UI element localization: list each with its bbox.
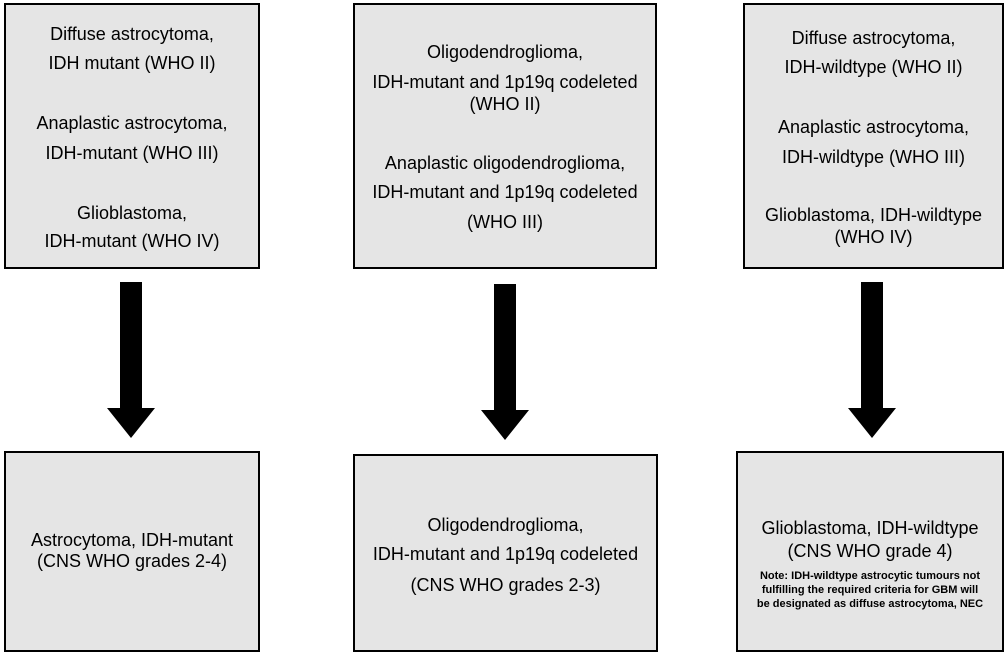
top-box-idh-wildtype: Diffuse astrocytoma, IDH-wildtype (WHO I… xyxy=(743,3,1004,269)
top-box-astrocytoma-idh-mutant: Diffuse astrocytoma, IDH mutant (WHO II)… xyxy=(4,3,260,269)
box-line: (CNS WHO grades 2-3) xyxy=(410,575,601,595)
box-line: Anaplastic astrocytoma, xyxy=(777,117,970,137)
box-line: Astrocytoma, IDH-mutant xyxy=(30,530,234,550)
box-line: Oligodendroglioma, xyxy=(427,515,584,535)
box-line: (CNS WHO grade 4) xyxy=(787,541,953,561)
box-line: Diffuse astrocytoma, xyxy=(791,28,956,48)
box-line: IDH-mutant (WHO III) xyxy=(45,143,219,163)
box-line: IDH-mutant (WHO IV) xyxy=(44,231,220,251)
bottom-box-glioblastoma-idh-wildtype: Glioblastoma, IDH-wildtype (CNS WHO grad… xyxy=(736,451,1004,652)
box-line: Anaplastic astrocytoma, xyxy=(36,113,228,133)
box-line: IDH-mutant and 1p19q codeleted xyxy=(372,544,639,564)
note-text: be designated as diffuse astrocytoma, NE… xyxy=(756,598,984,610)
box-line: IDH mutant (WHO II) xyxy=(48,53,216,73)
box-line: (CNS WHO grades 2-4) xyxy=(36,551,228,571)
top-box-oligodendroglioma: Oligodendroglioma, IDH-mutant and 1p19q … xyxy=(353,3,657,269)
box-line: IDH-wildtype (WHO III) xyxy=(781,147,965,167)
note-text: Note: IDH-wildtype astrocytic tumours no… xyxy=(759,570,981,582)
box-line: (WHO III) xyxy=(467,212,543,232)
box-line: Anaplastic oligodendroglioma, xyxy=(384,153,626,173)
bottom-box-oligodendroglioma: Oligodendroglioma, IDH-mutant and 1p19q … xyxy=(353,454,658,652)
note-text: fulfilling the required criteria for GBM… xyxy=(761,584,979,596)
box-line: IDH-wildtype (WHO II) xyxy=(784,57,963,77)
down-arrow-icon xyxy=(848,282,896,438)
box-line: Diffuse astrocytoma, xyxy=(50,24,214,44)
box-line: (WHO II) xyxy=(469,94,541,114)
box-line: IDH-mutant and 1p19q codeleted xyxy=(372,72,638,92)
box-line: (WHO IV) xyxy=(834,227,913,247)
box-line: Glioblastoma, IDH-wildtype xyxy=(764,205,983,225)
box-line: Oligodendroglioma, xyxy=(426,42,584,62)
box-line: Glioblastoma, IDH-wildtype xyxy=(761,518,979,538)
bottom-box-astrocytoma-idh-mutant: Astrocytoma, IDH-mutant (CNS WHO grades … xyxy=(4,451,260,652)
down-arrow-icon xyxy=(481,284,529,440)
down-arrow-icon xyxy=(107,282,155,438)
box-line: Glioblastoma, xyxy=(76,203,188,223)
box-line: IDH-mutant and 1p19q codeleted xyxy=(372,182,638,202)
